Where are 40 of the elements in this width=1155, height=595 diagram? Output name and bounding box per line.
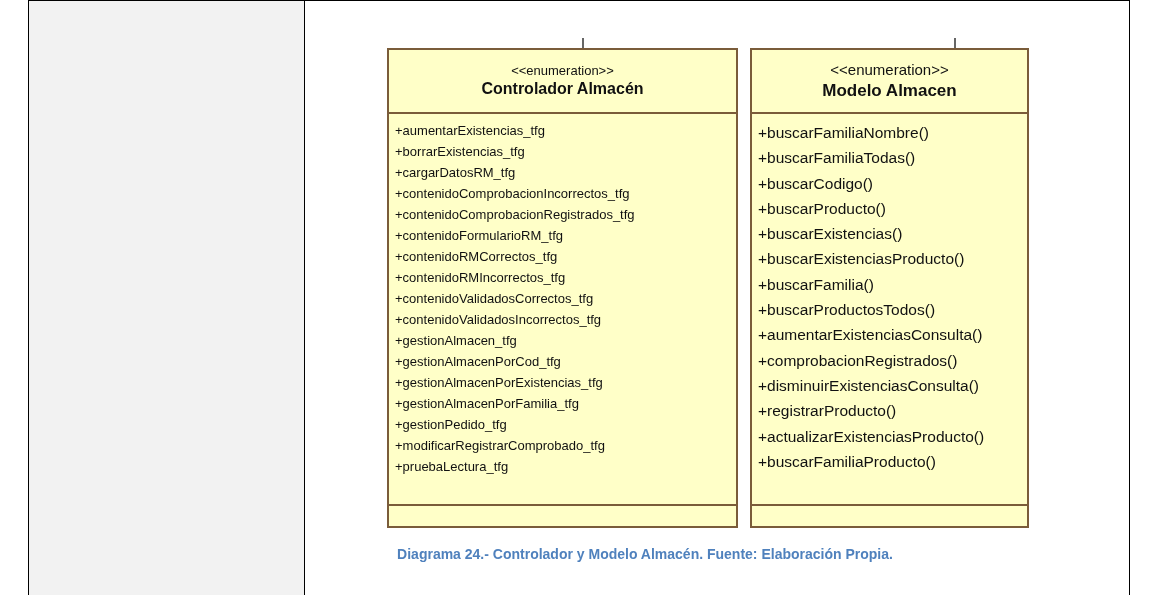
enum-literal: +contenidoRMIncorrectos_tfg [395,269,566,287]
enum-literal: +buscarProductosTodos() [758,300,936,321]
enum-literal: +cargarDatosRM_tfg [395,164,516,182]
enum-literal: +aumentarExistencias_tfg [395,122,545,140]
stereotype-label: <<enumeration>> [830,61,949,80]
class-name: Modelo Almacen [822,79,957,101]
enum-literal: +gestionAlmacen_tfg [395,332,517,350]
enum-literal: +disminuirExistenciasConsulta() [758,375,979,396]
enum-literal: +gestionAlmacenPorExistencias_tfg [395,374,603,392]
enum-literal: +modificarRegistrarComprobado_tfg [395,437,605,455]
enum-literal: +contenidoValidadosIncorrectos_tfg [395,311,602,329]
enum-literal: +contenidoComprobacionRegistrados_tfg [395,206,635,224]
enum-literal: +buscarFamiliaNombre() [758,123,929,143]
enum-literal: +pruebaLectura_tfg [395,458,509,476]
enum-literal: +gestionAlmacenPorCod_tfg [395,353,561,371]
enum-literal: +aumentarExistenciasConsulta() [758,325,983,346]
figure-caption: Diagrama 24.- Controlador y Modelo Almacén. Fuente: Elaboración Propia. [396,545,894,564]
enum-literal: +buscarFamiliaTodas() [758,148,916,169]
enumeration-class-box [750,48,1029,528]
enum-literal: +gestionAlmacenPorFamilia_tfg [395,395,579,413]
connector-line [954,37,956,49]
enum-literal: +contenidoFormularioRM_tfg [395,227,563,245]
enumeration-class-box [387,48,738,528]
enum-literal: +contenidoRMCorrectos_tfg [395,248,558,266]
stereotype-label: <<enumeration>> [511,62,614,80]
enum-literal: +registrarProducto() [758,401,897,422]
enum-literal: +buscarProducto() [758,198,886,219]
class-name: Controlador Almacén [481,79,644,100]
enum-literal: +comprobacionRegistrados() [758,350,958,371]
enum-literal: +buscarFamiliaProducto() [758,451,936,472]
enum-literal: +contenidoComprobacionIncorrectos_tfg [395,185,630,203]
enum-literal: +borrarExistencias_tfg [395,143,525,161]
enum-literal: +gestionPedido_tfg [395,416,507,434]
connector-line [582,37,584,49]
enum-literal: +actualizarExistenciasProducto() [758,426,985,447]
enum-literal: +contenidoValidadosCorrectos_tfg [395,290,594,308]
enum-literal: +buscarExistencias() [758,224,903,245]
enum-literal: +buscarCodigo() [758,173,874,194]
enum-literal: +buscarFamilia() [758,274,874,295]
enum-literal: +buscarExistenciasProducto() [758,249,965,270]
